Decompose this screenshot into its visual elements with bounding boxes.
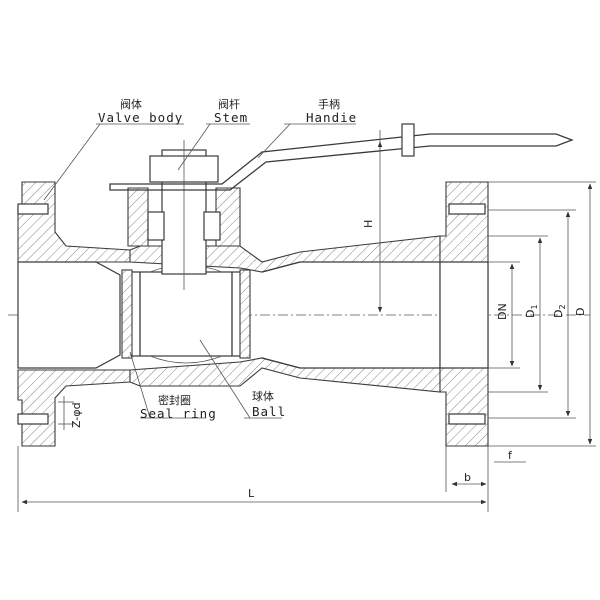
dim-dn-label: DN [496,303,509,320]
handle-label: Handie [306,110,357,125]
dim-d-label: D [574,308,587,316]
dim-bolt-holes-label: Z-φd [70,402,83,428]
dim-h-label: H [362,220,375,228]
dim-d2-label: D2 [552,304,567,318]
handle [109,123,574,191]
handle-label-cn: 手柄 [318,97,340,111]
valve-body-label-cn: 阀体 [120,97,142,111]
ball-label-cn: 球体 [252,389,274,403]
dim-d1-label: D1 [524,304,539,318]
seal-ring-label: Seal ring [140,406,217,421]
valve-body-label: Valve body [98,110,183,125]
ball [127,264,245,364]
stem-label-cn: 阀杆 [218,97,240,111]
dimension-lines [17,141,596,512]
stem-label: Stem [214,110,248,125]
dim-b-label: b [464,471,471,484]
leader-lines [43,123,356,419]
dim-f-label: f [508,449,513,462]
stem-assembly [127,140,241,290]
seal-rings [121,269,251,359]
ball-label: Ball [252,404,286,419]
dim-l-label: L [248,487,255,500]
seal-ring-label-cn: 密封圈 [158,393,191,407]
valve-body [17,181,489,447]
